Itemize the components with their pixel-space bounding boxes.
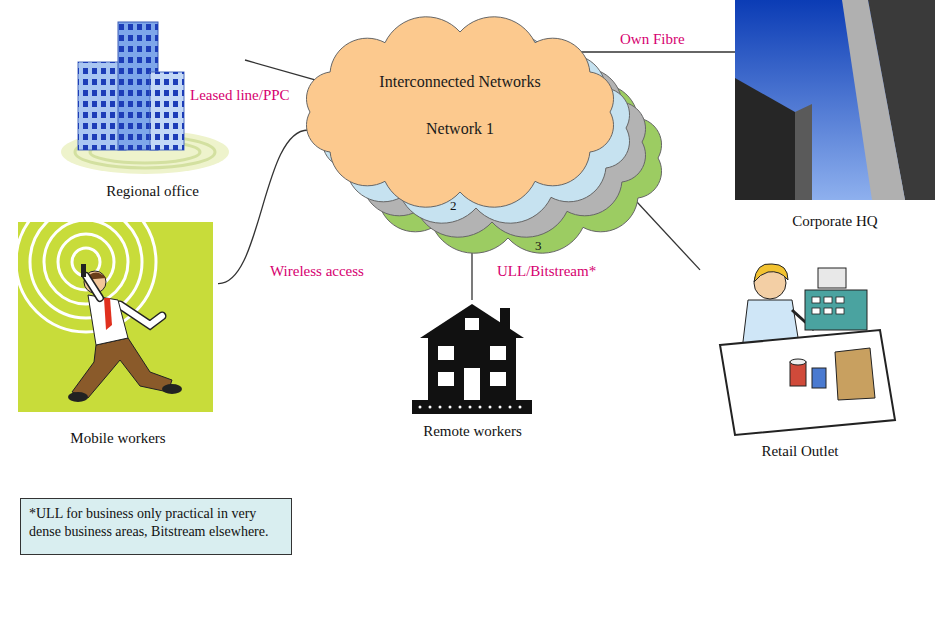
site-caption: Regional office — [106, 182, 199, 200]
cloud-text: Interconnected Networks — [379, 72, 540, 91]
cloud-outline — [280, 10, 680, 270]
site-node: Corporate HQ — [735, 0, 935, 230]
link-label: Wireless access — [268, 262, 366, 280]
cloud-layer — [306, 17, 613, 207]
link-label: Own Fibre — [618, 30, 687, 48]
edge-label-holder: ULL/Bitstream* — [495, 262, 598, 280]
footnote-box: *ULL for business only practical in very… — [20, 498, 292, 555]
link-label: ULL/Bitstream* — [495, 262, 598, 280]
network-cloud: Interconnected NetworksNetwork 1 — [280, 10, 680, 270]
cloud-text: Network 1 — [426, 119, 494, 138]
network-link — [218, 130, 308, 284]
site-node: Remote workers — [405, 300, 540, 440]
link-label: Leased line/PPC — [188, 86, 292, 104]
site-caption: Corporate HQ — [792, 212, 877, 230]
edge-label-holder: Wireless access — [268, 262, 366, 280]
layer-number: 3 — [535, 239, 542, 253]
corporate-hq-photo — [735, 0, 935, 200]
mobile-worker-illustration — [16, 192, 213, 412]
network-link — [245, 60, 315, 80]
retail-cashier-illustration — [720, 264, 895, 435]
label-holder: 3 — [535, 236, 542, 254]
edge-label-holder: Own Fibre — [618, 30, 687, 48]
network-link — [565, 51, 735, 52]
site-caption: Remote workers — [423, 422, 522, 440]
remote-worker-house-icon — [412, 304, 532, 414]
site-caption: Mobile workers — [70, 429, 165, 447]
layer-number: 2 — [450, 199, 457, 213]
label-holder: 2 — [450, 196, 457, 214]
site-node: Mobile workers — [18, 222, 218, 447]
note-text: *ULL for business only practical in very… — [29, 505, 283, 540]
site-node: Retail Outlet — [700, 240, 900, 460]
site-caption: Retail Outlet — [761, 442, 838, 460]
edge-label-holder: Leased line/PPC — [188, 86, 292, 104]
